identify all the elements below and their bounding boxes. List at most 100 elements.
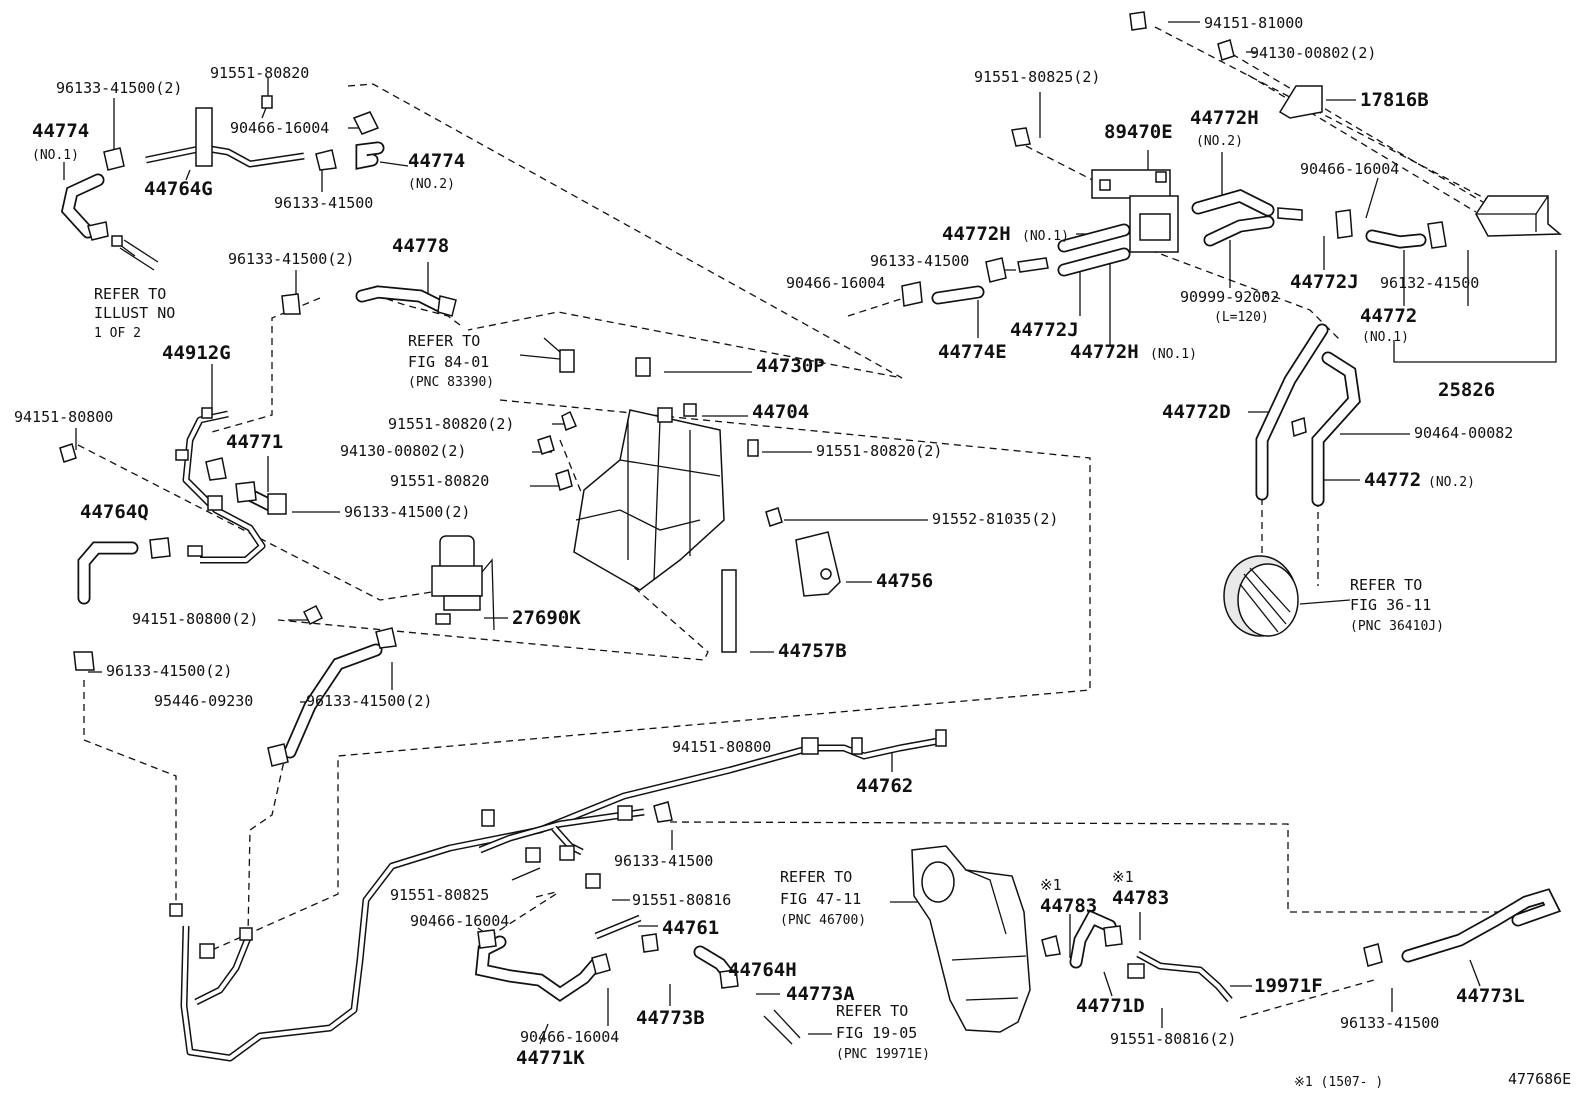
- label-44756: 44756: [876, 570, 933, 592]
- hoses: [60, 141, 1562, 1045]
- label-44774-no1-sub: (NO.1): [32, 148, 79, 163]
- label-44772h-no1-b: 44772H: [1070, 341, 1139, 363]
- label-44783-b: 44783: [1112, 887, 1169, 909]
- refer-36-line3: (PNC 36410J): [1350, 619, 1444, 634]
- refer-illust-line1: REFER TO: [94, 285, 166, 303]
- assemblies: [431, 85, 1563, 1033]
- label-44772h-no1-a-sub: (NO.1): [1022, 229, 1069, 244]
- label-44764h: 44764H: [728, 959, 797, 981]
- label-44912g: 44912G: [162, 342, 231, 364]
- label-91551-80816-2: 91551-80816(2): [1110, 1030, 1236, 1048]
- label-90466-16004-e: 90466-16004: [520, 1028, 619, 1046]
- label-91551-80825-2: 91551-80825(2): [974, 68, 1100, 86]
- label-44772-no1: 44772: [1360, 305, 1417, 327]
- label-44774e: 44774E: [938, 341, 1007, 363]
- label-44772j-b: 44772J: [1010, 319, 1079, 341]
- label-90999-92002-sub: (L=120): [1214, 310, 1269, 325]
- label-89470e: 89470E: [1104, 121, 1173, 143]
- refer-84-line3: (PNC 83390): [408, 375, 494, 390]
- label-44778: 44778: [392, 235, 449, 257]
- refer-84-line2: FIG 84-01: [408, 353, 489, 371]
- label-90466-16004-a: 90466-16004: [230, 119, 329, 137]
- label-44774-no1: 44774: [32, 120, 89, 142]
- label-27690k: 27690K: [512, 607, 581, 629]
- label-17816b: 17816B: [1360, 89, 1429, 111]
- label-19971f: 19971F: [1254, 975, 1323, 997]
- label-94151-80800-b: 94151-80800: [672, 738, 771, 756]
- label-96132-41500: 96132-41500: [1380, 274, 1479, 292]
- refer-19-line1: REFER TO: [836, 1002, 908, 1020]
- label-44764q: 44764Q: [80, 501, 149, 523]
- label-44772-no1-sub: (NO.1): [1362, 330, 1409, 345]
- label-44761: 44761: [662, 917, 719, 939]
- label-44774-no2-sub: (NO.2): [408, 177, 455, 192]
- label-91551-80820-a: 91551-80820: [210, 64, 309, 82]
- label-44772h-no2-sub: (NO.2): [1196, 134, 1243, 149]
- label-91551-80820-2-b: 91551-80820(2): [816, 442, 942, 460]
- label-44764g: 44764G: [144, 178, 213, 200]
- label-44704: 44704: [752, 401, 809, 423]
- refer-36-line1: REFER TO: [1350, 576, 1422, 594]
- label-96133-41500-2-c: 96133-41500(2): [344, 503, 470, 521]
- label-90999-92002: 90999-92002: [1180, 288, 1279, 306]
- label-96133-41500-b: 96133-41500: [870, 252, 969, 270]
- label-96133-41500-2-d: 96133-41500(2): [106, 662, 232, 680]
- small-parts: [59, 11, 1447, 989]
- illustration-number: 477686E: [1508, 1070, 1571, 1088]
- label-44772-no2-sub: (NO.2): [1428, 475, 1475, 490]
- refer-47-line2: FIG 47-11: [780, 890, 861, 908]
- pipes: [119, 144, 1233, 1062]
- label-90464-00082: 90464-00082: [1414, 424, 1513, 442]
- label-96133-41500-c: 96133-41500: [614, 852, 713, 870]
- label-44772h-no1-a: 44772H: [942, 223, 1011, 245]
- label-mark1-b: ※1: [1112, 868, 1134, 886]
- refer-47-line3: (PNC 46700): [780, 913, 866, 928]
- label-91551-80825: 91551-80825: [390, 886, 489, 904]
- label-96133-41500-2-a: 96133-41500(2): [56, 79, 182, 97]
- label-96133-41500-2-b: 96133-41500(2): [228, 250, 354, 268]
- label-44772j-a: 44772J: [1290, 271, 1359, 293]
- label-44762: 44762: [856, 775, 913, 797]
- label-44772-no2: 44772: [1364, 469, 1421, 491]
- label-94151-80800-a: 94151-80800: [14, 408, 113, 426]
- label-91552-81035-2: 91552-81035(2): [932, 510, 1058, 528]
- refer-illust-line2: ILLUST NO: [94, 304, 175, 322]
- label-94130-00802-2-b: 94130-00802(2): [1250, 44, 1376, 62]
- refer-36-line2: FIG 36-11: [1350, 596, 1431, 614]
- label-44783-a: 44783: [1040, 895, 1097, 917]
- label-96133-41500-d: 96133-41500: [1340, 1014, 1439, 1032]
- label-44771k: 44771K: [516, 1047, 585, 1069]
- footnote: ※1 (1507- ): [1294, 1075, 1383, 1090]
- label-44771d: 44771D: [1076, 995, 1145, 1017]
- label-44772h-no2: 44772H: [1190, 107, 1259, 129]
- label-44757b: 44757B: [778, 640, 847, 662]
- label-44773a: 44773A: [786, 983, 855, 1005]
- refer-47-line1: REFER TO: [780, 868, 852, 886]
- label-95446-09230: 95446-09230: [154, 692, 253, 710]
- label-90466-16004-d: 90466-16004: [410, 912, 509, 930]
- label-25826: 25826: [1438, 379, 1495, 401]
- label-90466-16004-c: 90466-16004: [786, 274, 885, 292]
- label-44730p: 44730P: [756, 355, 825, 377]
- label-44773l: 44773L: [1456, 985, 1525, 1007]
- refer-84-line1: REFER TO: [408, 332, 480, 350]
- label-94151-81000: 94151-81000: [1204, 14, 1303, 32]
- label-44774-no2: 44774: [408, 150, 465, 172]
- label-91551-80820-2-a: 91551-80820(2): [388, 415, 514, 433]
- label-94130-00802-2-a: 94130-00802(2): [340, 442, 466, 460]
- label-91551-80816-a: 91551-80816: [632, 891, 731, 909]
- refer-19-line3: (PNC 19971E): [836, 1047, 930, 1062]
- label-90466-16004-b: 90466-16004: [1300, 160, 1399, 178]
- label-44772h-no1-b-sub: (NO.1): [1150, 347, 1197, 362]
- label-44773b: 44773B: [636, 1007, 705, 1029]
- label-94151-80800-2: 94151-80800(2): [132, 610, 258, 628]
- label-96133-41500-a: 96133-41500: [274, 194, 373, 212]
- label-mark1-a: ※1: [1040, 876, 1062, 894]
- part-labels: 44774 (NO.1) 96133-41500(2) 91551-80820 …: [14, 14, 1571, 1090]
- label-91551-80820-b: 91551-80820: [390, 472, 489, 490]
- refer-19-line2: FIG 19-05: [836, 1024, 917, 1042]
- label-44772d: 44772D: [1162, 401, 1231, 423]
- label-96133-41500-2-e: 96133-41500(2): [306, 692, 432, 710]
- label-44771: 44771: [226, 431, 283, 453]
